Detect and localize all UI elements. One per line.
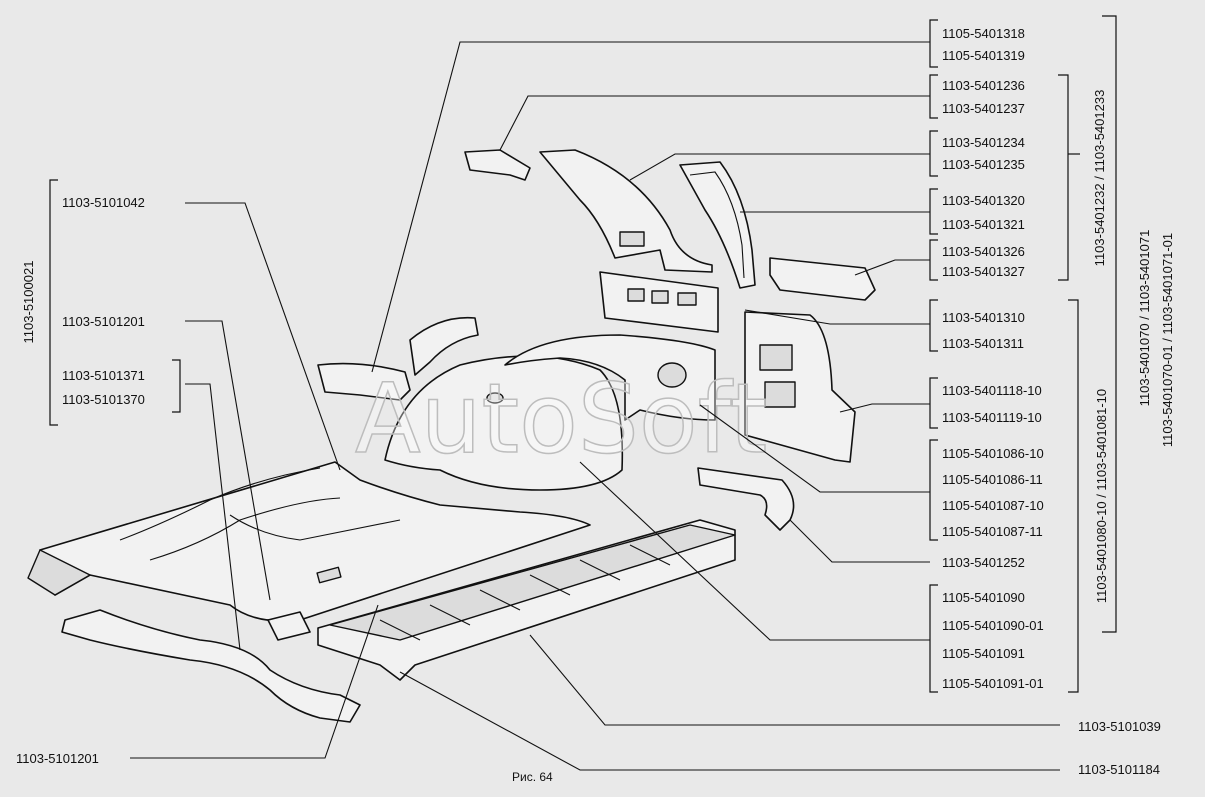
label-part-1105-5401090: 1105-5401090 [942, 590, 1025, 605]
figure-caption: Рис. 64 [512, 770, 553, 784]
label-part-1103-5401118-10: 1103-5401118-10 [942, 383, 1042, 398]
leader-lines [130, 41, 1060, 771]
floor-panel [39, 461, 591, 622]
side-panel-window-2 [764, 381, 796, 408]
group-label-1103-5401070-01: 1103-5401070-01 / 1103-5401071-01 [1160, 233, 1175, 447]
label-part-1103-5101184: 1103-5101184 [1078, 762, 1160, 777]
label-part-1105-5401091: 1105-5401091 [942, 646, 1025, 661]
label-part-1103-5101201: 1103-5101201 [62, 314, 145, 329]
label-part-1105-5401090-01: 1105-5401090-01 [942, 618, 1044, 633]
upper-bracket [464, 149, 531, 181]
side-panel-window-1 [759, 344, 793, 371]
label-part-1103-5401321: 1103-5401321 [942, 217, 1025, 232]
label-part-1103-5101042: 1103-5101042 [62, 195, 145, 210]
floor-panel-hole [316, 566, 342, 584]
label-part-1103-5101039: 1103-5101039 [1078, 719, 1161, 734]
label-part-1103-5401237: 1103-5401237 [942, 101, 1025, 116]
strip-window-1 [627, 288, 645, 302]
label-part-1103-5401310: 1103-5401310 [942, 310, 1025, 325]
label-part-1103-5101371: 1103-5101371 [62, 368, 145, 383]
grouping-brackets [49, 15, 1117, 693]
pillar-window [619, 231, 645, 247]
rear-long-member-ribs [379, 544, 671, 641]
label-part-1103-5101201-bottom: 1103-5101201 [16, 751, 99, 766]
floor-panel-front-edge [27, 549, 91, 596]
label-part-1105-5401091-01: 1105-5401091-01 [942, 676, 1044, 691]
rear-long-member-top [329, 524, 736, 641]
group-label-1103-5100021: 1103-5100021 [21, 261, 36, 344]
group-label-1103-5401232: 1103-5401232 / 1103-5401233 [1092, 90, 1107, 267]
wing-upper-strip [409, 316, 479, 376]
label-part-1105-5401086-11: 1105-5401086-11 [942, 472, 1043, 487]
watermark: AutoSoft [355, 363, 767, 475]
angle-bracket [697, 467, 795, 531]
strip-window-3 [677, 292, 697, 306]
strip-window-2 [651, 290, 669, 304]
rear-pillar-lower [317, 362, 411, 401]
label-part-1103-5401311: 1103-5401311 [942, 336, 1024, 351]
label-part-1103-5401234: 1103-5401234 [942, 135, 1025, 150]
arch-round-hole [657, 362, 687, 388]
group-label-1103-5401070: 1103-5401070 / 1103-5401071 [1137, 230, 1152, 407]
tail-light-inner [689, 171, 745, 279]
label-part-1103-5401119-10: 1103-5401119-10 [942, 410, 1042, 425]
label-part-1103-5401327: 1103-5401327 [942, 264, 1025, 279]
rear-pillar-inner [539, 149, 713, 273]
tail-light-housing [679, 161, 756, 289]
arch-hole [486, 392, 504, 404]
label-part-1103-5401252: 1103-5401252 [942, 555, 1025, 570]
label-part-1103-5101370: 1103-5101370 [62, 392, 145, 407]
inner-wheel-arch [384, 355, 624, 491]
label-part-1103-5401326: 1103-5401326 [942, 244, 1025, 259]
floor-panel-rib [119, 467, 401, 561]
label-part-1105-5401086-10: 1105-5401086-10 [942, 446, 1044, 461]
side-member-left [61, 609, 361, 723]
label-part-1105-5401087-10: 1105-5401087-10 [942, 498, 1044, 513]
label-part-1105-5401318: 1105-5401318 [942, 26, 1025, 41]
group-label-1103-5401080-10: 1103-5401080-10 / 1103-5401081-10 [1094, 389, 1109, 603]
parts-drawing [27, 149, 876, 723]
cross-bracket [267, 611, 311, 641]
label-part-1103-5401236: 1103-5401236 [942, 78, 1025, 93]
label-part-1103-5401320: 1103-5401320 [942, 193, 1025, 208]
outer-wheel-arch [504, 334, 716, 421]
label-part-1105-5401319: 1105-5401319 [942, 48, 1025, 63]
top-right-cover [769, 257, 876, 301]
label-part-1103-5401235: 1103-5401235 [942, 157, 1025, 172]
label-part-1105-5401087-11: 1105-5401087-11 [942, 524, 1043, 539]
